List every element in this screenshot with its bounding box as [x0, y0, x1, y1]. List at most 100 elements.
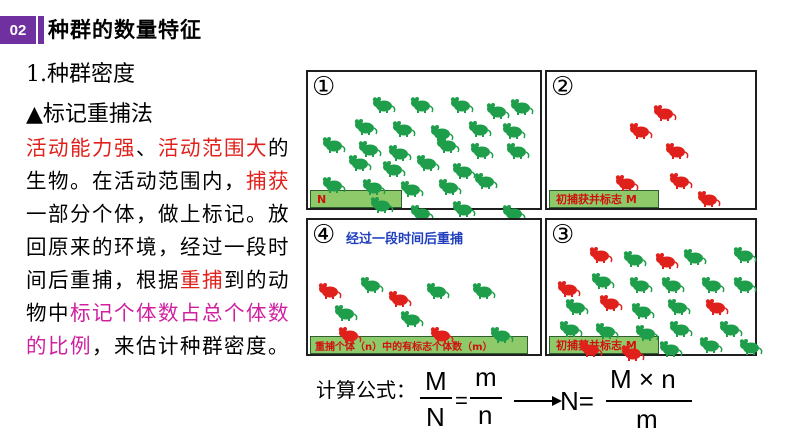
green-mouse-icon	[356, 140, 382, 158]
para-range-large: 活动范围大	[158, 136, 268, 160]
red-mouse-icon	[597, 294, 623, 312]
panel-3: ③ 初捕获并标志 M	[545, 218, 763, 361]
red-mouse-icon	[627, 122, 653, 140]
red-mouse-icon	[613, 174, 639, 192]
badge-bar	[38, 16, 44, 44]
green-mouse-icon	[667, 320, 693, 338]
green-mouse-icon	[436, 178, 462, 196]
green-mouse-icon	[468, 142, 494, 160]
fraction-bar	[606, 400, 692, 402]
green-mouse-icon	[386, 144, 412, 162]
red-mouse-icon	[428, 326, 454, 344]
green-mouse-icon	[488, 326, 514, 344]
red-mouse-icon	[653, 252, 679, 270]
panel-number: ①	[312, 72, 336, 102]
green-mouse-icon	[450, 200, 476, 218]
red-mouse-icon	[587, 246, 613, 264]
green-mouse-icon	[484, 102, 510, 120]
green-mouse-icon	[368, 196, 394, 214]
green-mouse-icon	[563, 298, 589, 316]
green-mouse-icon	[500, 204, 526, 222]
section-title: 种群的数量特征	[48, 17, 202, 42]
red-mouse-icon	[316, 282, 342, 300]
green-mouse-icon	[472, 172, 498, 190]
green-mouse-icon	[731, 246, 757, 264]
section-badge: 02	[0, 16, 36, 44]
green-mouse-icon	[320, 176, 346, 194]
panel-label: 重捕个体（n）中的有标志个体数（m）	[310, 336, 528, 354]
green-mouse-icon	[665, 298, 691, 316]
red-mouse-icon	[336, 326, 362, 344]
green-mouse-icon	[500, 122, 526, 140]
red-mouse-icon	[651, 104, 677, 122]
description-paragraph: 活动能力强、活动范围大的生物。在活动范围内，捕获一部分个体，做上标记。放回原来的…	[26, 132, 294, 363]
green-mouse-icon	[508, 98, 534, 116]
green-mouse-icon	[681, 248, 707, 266]
green-mouse-icon	[398, 310, 424, 328]
green-mouse-icon	[346, 154, 372, 172]
green-mouse-icon	[470, 282, 496, 300]
arrow-icon	[514, 396, 562, 406]
panel-1: ① N	[306, 70, 542, 221]
green-mouse-icon	[697, 336, 723, 354]
green-mouse-icon	[398, 180, 424, 198]
green-mouse-icon	[731, 276, 757, 294]
green-mouse-icon	[358, 276, 384, 294]
red-mouse-icon	[663, 142, 689, 160]
red-mouse-icon	[555, 280, 581, 298]
green-mouse-icon	[557, 320, 583, 338]
red-mouse-icon	[667, 172, 693, 190]
red-mouse-icon	[619, 344, 645, 362]
para-sep: 、	[136, 136, 158, 160]
para-text-1: 的生物。在活动范围内，	[26, 136, 290, 193]
green-mouse-icon	[593, 322, 619, 340]
para-text-4: ，来估计种群密度。	[92, 334, 290, 358]
green-mouse-icon	[408, 96, 434, 114]
para-ratio: 标记个体数占总个体数的比例	[26, 301, 290, 358]
panel-2: ② 初捕获并标志 M	[545, 70, 757, 210]
para-text-2: 一部分个体，做上标记。放回原来的环境，经过一段时间后重捕，根据	[26, 202, 290, 292]
green-mouse-icon	[360, 178, 386, 196]
green-mouse-icon	[659, 276, 685, 294]
green-mouse-icon	[717, 320, 743, 338]
panel-4: ④ 经过一段时间后重捕 重捕个体（n）中的有标志个体数（m）	[306, 218, 542, 356]
panel-note: 经过一段时间后重捕	[346, 232, 464, 247]
formula-result-lhs: N=	[560, 386, 594, 416]
formula-label: 计算公式：	[316, 378, 416, 402]
para-capture: 捕获	[246, 169, 290, 193]
green-mouse-icon	[448, 96, 474, 114]
green-mouse-icon	[737, 338, 763, 356]
fraction-bar	[420, 397, 452, 399]
para-active-strong: 活动能力强	[26, 136, 136, 160]
red-mouse-icon	[577, 340, 603, 358]
formula-rhs-denominator: n	[478, 400, 493, 430]
method-title: ▲标记重捕法	[26, 102, 153, 127]
green-mouse-icon	[699, 276, 725, 294]
green-mouse-icon	[380, 160, 406, 178]
fraction-bar	[470, 397, 502, 399]
formula-lhs-numerator: M	[425, 366, 447, 396]
formula-rhs-numerator: m	[475, 362, 497, 392]
green-mouse-icon	[589, 272, 615, 290]
para-recapture: 重捕	[180, 268, 224, 292]
green-mouse-icon	[434, 136, 460, 154]
green-mouse-icon	[450, 162, 476, 180]
panel-number: ②	[551, 72, 575, 102]
green-mouse-icon	[352, 118, 378, 136]
formula-equals: =	[455, 388, 468, 413]
green-mouse-icon	[424, 282, 450, 300]
red-mouse-icon	[386, 290, 412, 308]
green-mouse-icon	[414, 154, 440, 172]
formula-result-denominator: m	[636, 404, 658, 434]
green-mouse-icon	[657, 340, 683, 358]
green-mouse-icon	[627, 276, 653, 294]
green-mouse-icon	[633, 324, 659, 342]
formula-result-numerator: M × n	[610, 364, 676, 394]
para-text-3: 到的动物中	[26, 268, 290, 325]
green-mouse-icon	[621, 250, 647, 268]
panel-label: 初捕获并标志 M	[549, 190, 659, 208]
green-mouse-icon	[390, 120, 416, 138]
formula-lhs-denominator: N	[426, 402, 445, 432]
green-mouse-icon	[370, 96, 396, 114]
red-mouse-icon	[703, 298, 729, 316]
